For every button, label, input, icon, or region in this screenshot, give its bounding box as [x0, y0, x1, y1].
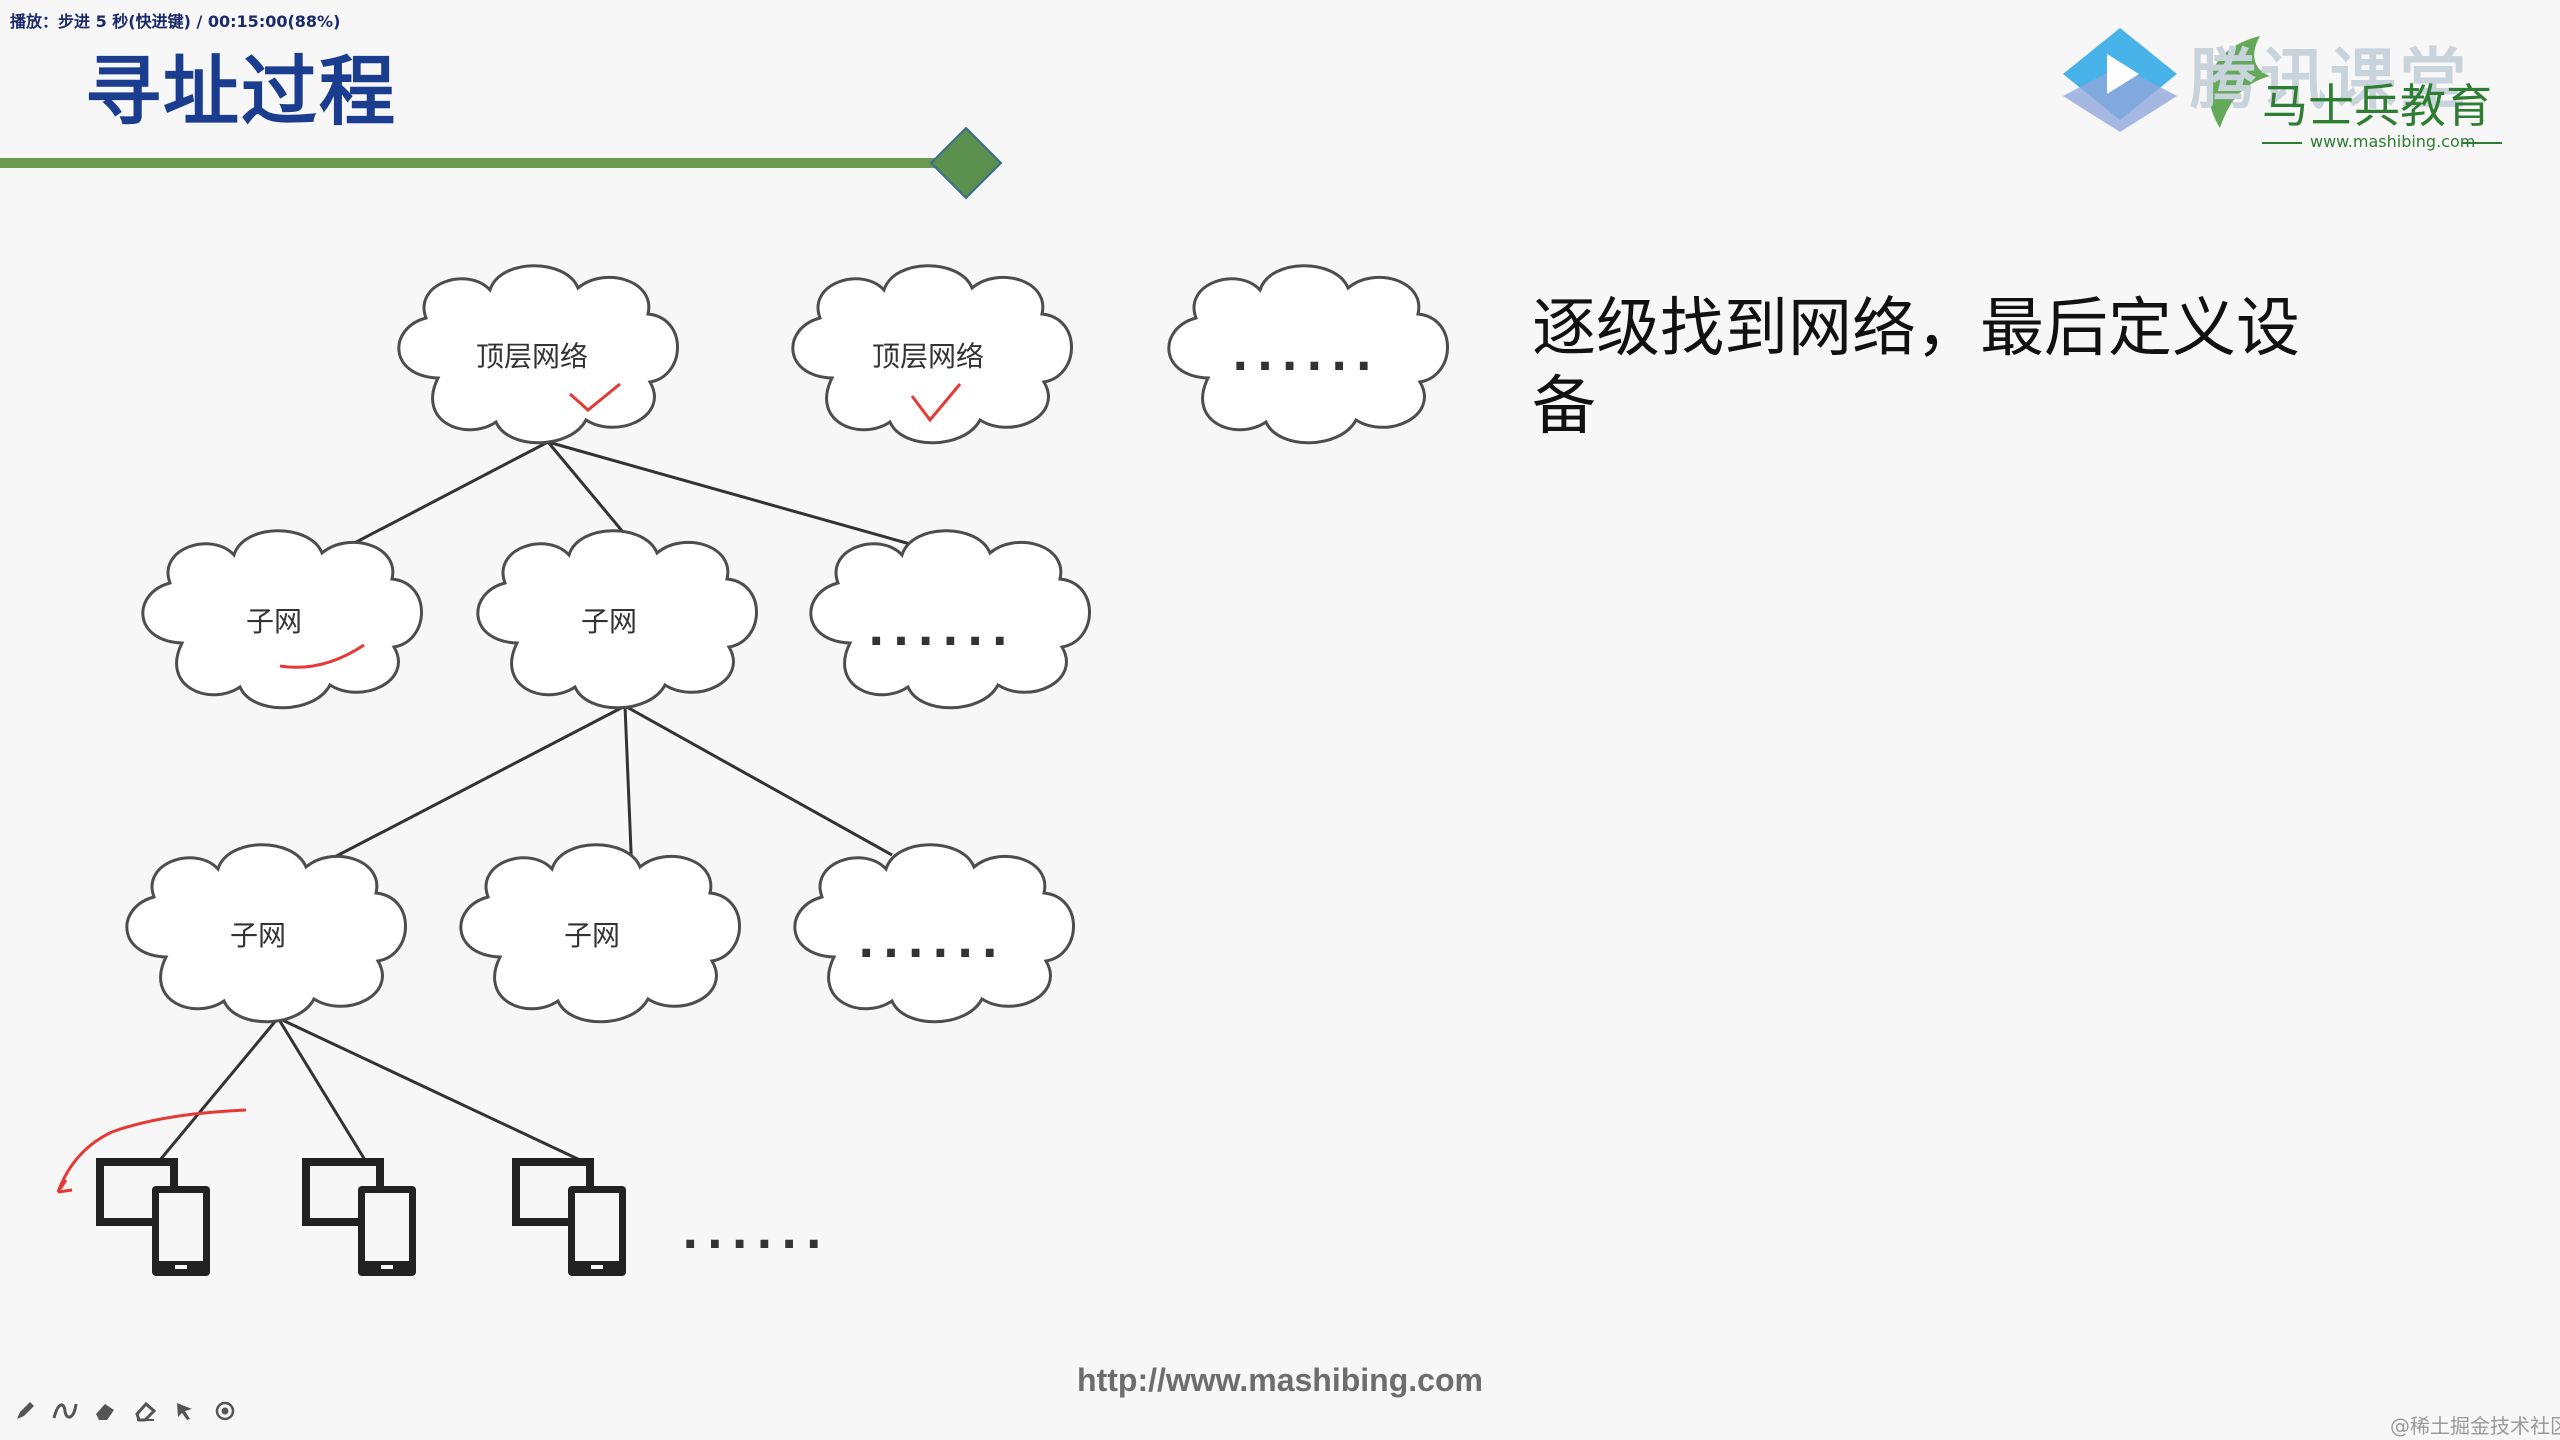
logo-url: www.mashibing.com	[2310, 132, 2476, 151]
logo-secondary-text: 马士兵教育	[2262, 79, 2492, 133]
subnet-label: 子网	[581, 605, 637, 638]
pen-icon[interactable]	[12, 1398, 38, 1424]
logo-rule	[2262, 142, 2502, 144]
top-network-node: 顶层网络	[397, 264, 679, 445]
top-network-node: 顶层网络	[791, 264, 1073, 445]
watermark-text: @稀土掘金技术社区	[2390, 1414, 2560, 1438]
description-text: 逐级找到网络，最后定义设备	[1532, 292, 2300, 444]
top-network-label: 顶层网络	[476, 340, 588, 373]
eraser-icon[interactable]	[132, 1398, 158, 1424]
record-icon[interactable]	[212, 1398, 238, 1424]
playback-status: 播放：步进 5 秒(快进键) / 00:15:00(88%)	[10, 12, 341, 31]
subnet-label: 子网	[230, 919, 286, 952]
marker-icon[interactable]	[92, 1398, 118, 1424]
diamond-icon	[929, 126, 1003, 200]
top-network-node: ......	[1167, 264, 1449, 445]
subnet-label: 子网	[246, 605, 302, 638]
subnet-label: 子网	[564, 919, 620, 952]
subnet-node: 子网	[476, 529, 758, 710]
page-title: 寻址过程	[85, 47, 397, 136]
subnet-node: 子网	[141, 529, 423, 710]
underline-annotation	[279, 643, 365, 669]
check-mark-icon	[569, 382, 621, 412]
subnet-node: 子网	[459, 843, 741, 1024]
curve-icon[interactable]	[52, 1398, 78, 1424]
subnet-node: 子网	[125, 843, 407, 1024]
device-icon	[100, 1162, 210, 1276]
device-icon	[516, 1162, 626, 1276]
devices-more: ......	[682, 1208, 830, 1259]
leaf-logo-icon	[2208, 36, 2270, 128]
subnet-node: ......	[809, 529, 1091, 710]
logo-primary-text: 腾讯课堂	[2190, 41, 2470, 118]
device-icon	[306, 1162, 416, 1276]
check-mark-icon	[910, 383, 962, 423]
top-network-label: ......	[1232, 330, 1380, 381]
subnet-label: ......	[868, 605, 1016, 656]
play-logo-icon	[2063, 28, 2177, 132]
subnet-label: ......	[858, 917, 1006, 968]
subnet-node: ......	[793, 843, 1075, 1024]
drawing-toolbar	[12, 1398, 238, 1424]
pen-annotation	[56, 1108, 247, 1194]
title-underline	[0, 126, 1003, 200]
pointer-icon[interactable]	[172, 1398, 198, 1424]
footer-url[interactable]: http://www.mashibing.com	[1077, 1362, 1483, 1398]
top-network-label: 顶层网络	[872, 340, 984, 373]
